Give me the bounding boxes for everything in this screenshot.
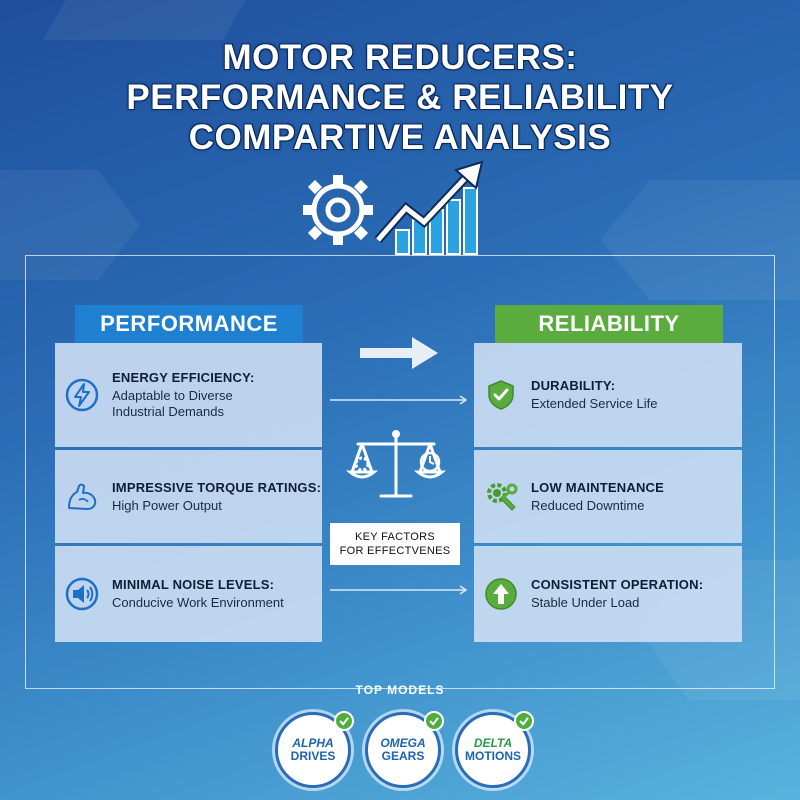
performance-card-torque: IMPRESSIVE TORQUE RATINGS: High Power Ou… [55, 450, 322, 543]
badge-line: DELTA [473, 736, 513, 750]
lightning-icon [65, 378, 99, 412]
reliability-card-maintenance: LOW MAINTENANCE Reduced Downtime [474, 450, 742, 543]
title-line-1: MOTOR REDUCERS: [222, 38, 578, 77]
key-factors-line: FOR EFFECTVENES [339, 545, 451, 557]
comparison-frame [25, 255, 775, 689]
right-arrow-icon [360, 337, 438, 369]
model-badge-omega: OMEGA GEARS [365, 711, 444, 788]
page-title: MOTOR REDUCERS: PERFORMANCE & RELIABILIT… [0, 38, 800, 158]
shield-check-icon [488, 380, 514, 410]
reliability-card-durability: DURABILITY: Extended Service Life [474, 343, 742, 447]
background-shape [42, 0, 258, 40]
balance-scale-icon [346, 430, 446, 498]
card-heading: ENERGY EFFICIENCY: [112, 370, 255, 385]
model-badge-delta: DELTA MOTIONS [455, 711, 534, 788]
model-badge-alpha: ALPHA DRIVES [275, 711, 354, 788]
flexed-arm-icon [68, 483, 97, 510]
key-factors-label: KEY FACTORS FOR EFFECTVENES [330, 523, 460, 565]
badge-line: OMEGA [380, 736, 426, 750]
card-description: Stable Under Load [531, 595, 640, 610]
card-description-line: Industrial Demands [112, 404, 224, 419]
badge-line: GEARS [381, 749, 425, 763]
key-factors-line: KEY FACTORS [355, 531, 435, 543]
card-heading: MINIMAL NOISE LEVELS: [112, 577, 275, 592]
card-description: Extended Service Life [531, 396, 658, 411]
wrench-gear-icon [487, 482, 518, 511]
gear-growth-chart-icon [303, 160, 484, 255]
reliability-header: RELIABILITY [495, 305, 723, 343]
performance-card-noise: MINIMAL NOISE LEVELS: Conducive Work Env… [55, 546, 322, 642]
badge-line: MOTIONS [465, 749, 521, 763]
card-heading: IMPRESSIVE TORQUE RATINGS: [112, 479, 322, 495]
card-description: Reduced Downtime [531, 497, 645, 513]
reliability-card-consistency: CONSISTENT OPERATION: Stable Under Load [474, 546, 742, 642]
performance-card-energy: ENERGY EFFICIENCY: Adaptable to Diverse … [55, 343, 322, 447]
check-icon [334, 711, 354, 731]
title-line-2: PERFORMANCE & RELIABILITY [126, 78, 674, 117]
performance-header: PERFORMANCE [75, 305, 303, 343]
card-heading: LOW MAINTENANCE [531, 479, 664, 495]
up-arrow-icon [485, 578, 517, 610]
check-icon [514, 711, 534, 731]
badge-line: ALPHA [292, 736, 334, 750]
card-description: Adaptable to Diverse Industrial Demands [112, 388, 255, 420]
check-icon [424, 711, 444, 731]
badge-line: DRIVES [290, 749, 336, 763]
speaker-icon [65, 577, 99, 611]
card-description-line: Adaptable to Diverse [112, 388, 233, 403]
card-heading: CONSISTENT OPERATION: [531, 577, 704, 592]
card-description: Conducive Work Environment [112, 595, 284, 610]
connector-arrow [330, 585, 468, 595]
connector-arrow [330, 395, 468, 405]
top-models-label: TOP MODELS [355, 683, 445, 697]
card-heading: DURABILITY: [531, 378, 616, 393]
title-line-3: COMPARTIVE ANALYSIS [188, 118, 612, 157]
card-description: High Power Output [112, 497, 222, 513]
